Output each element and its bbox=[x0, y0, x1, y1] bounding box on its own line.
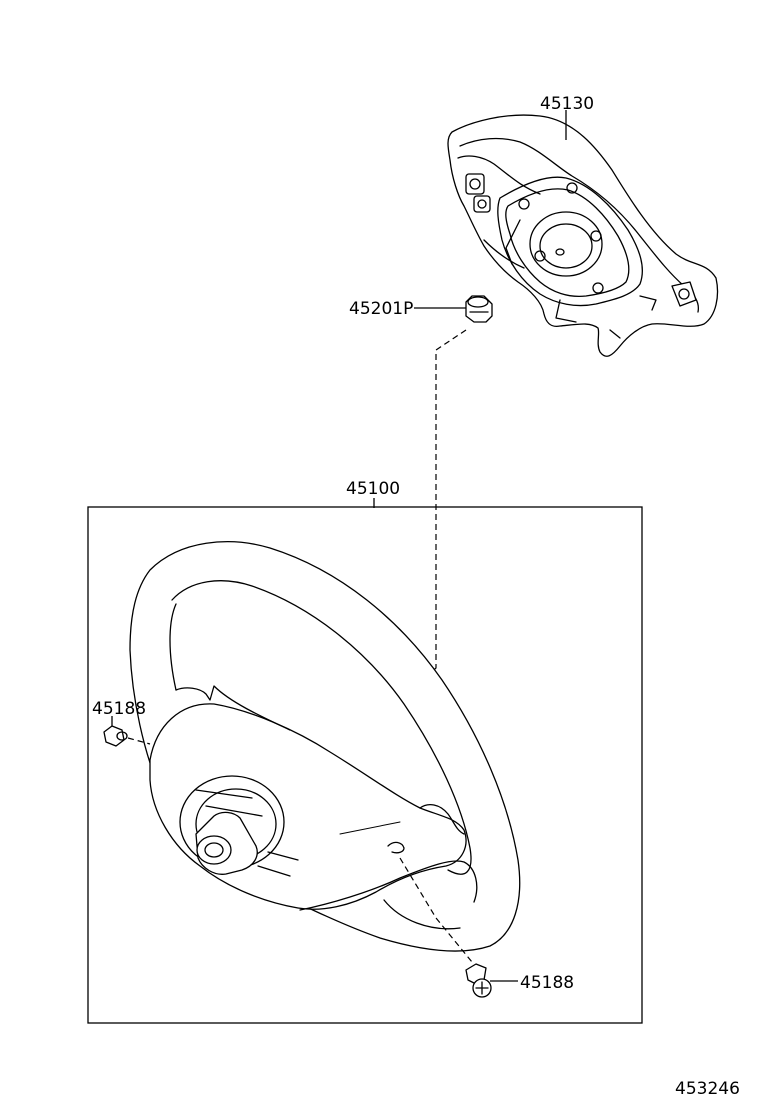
plug-45188-bottom-drawing bbox=[465, 963, 492, 998]
assembly-line-plug bbox=[399, 857, 473, 963]
figure-id: 453246 bbox=[675, 1079, 740, 1099]
callout-45188-bottom: 45188 bbox=[490, 973, 574, 993]
callout-45201p: 45201P bbox=[349, 299, 466, 319]
part-number-45130: 45130 bbox=[540, 94, 594, 114]
assembly-line-nut bbox=[335, 329, 467, 751]
callout-45130: 45130 bbox=[540, 94, 594, 140]
nut-45201p-drawing bbox=[465, 295, 493, 323]
callout-45188-left: 45188 bbox=[92, 699, 146, 726]
horn-pad-cover-drawing bbox=[447, 114, 719, 357]
callout-45100: 45100 bbox=[346, 479, 400, 508]
part-number-45100: 45100 bbox=[346, 479, 400, 499]
steering-wheel-assembly-box bbox=[87, 506, 643, 1024]
plug-left-leader bbox=[127, 737, 151, 745]
part-number-45188-left: 45188 bbox=[92, 699, 146, 719]
part-number-45201p: 45201P bbox=[349, 299, 413, 319]
steering-wheel-drawing bbox=[129, 541, 521, 952]
part-number-45188-bottom: 45188 bbox=[520, 973, 574, 993]
plug-45188-left-drawing bbox=[103, 725, 128, 747]
